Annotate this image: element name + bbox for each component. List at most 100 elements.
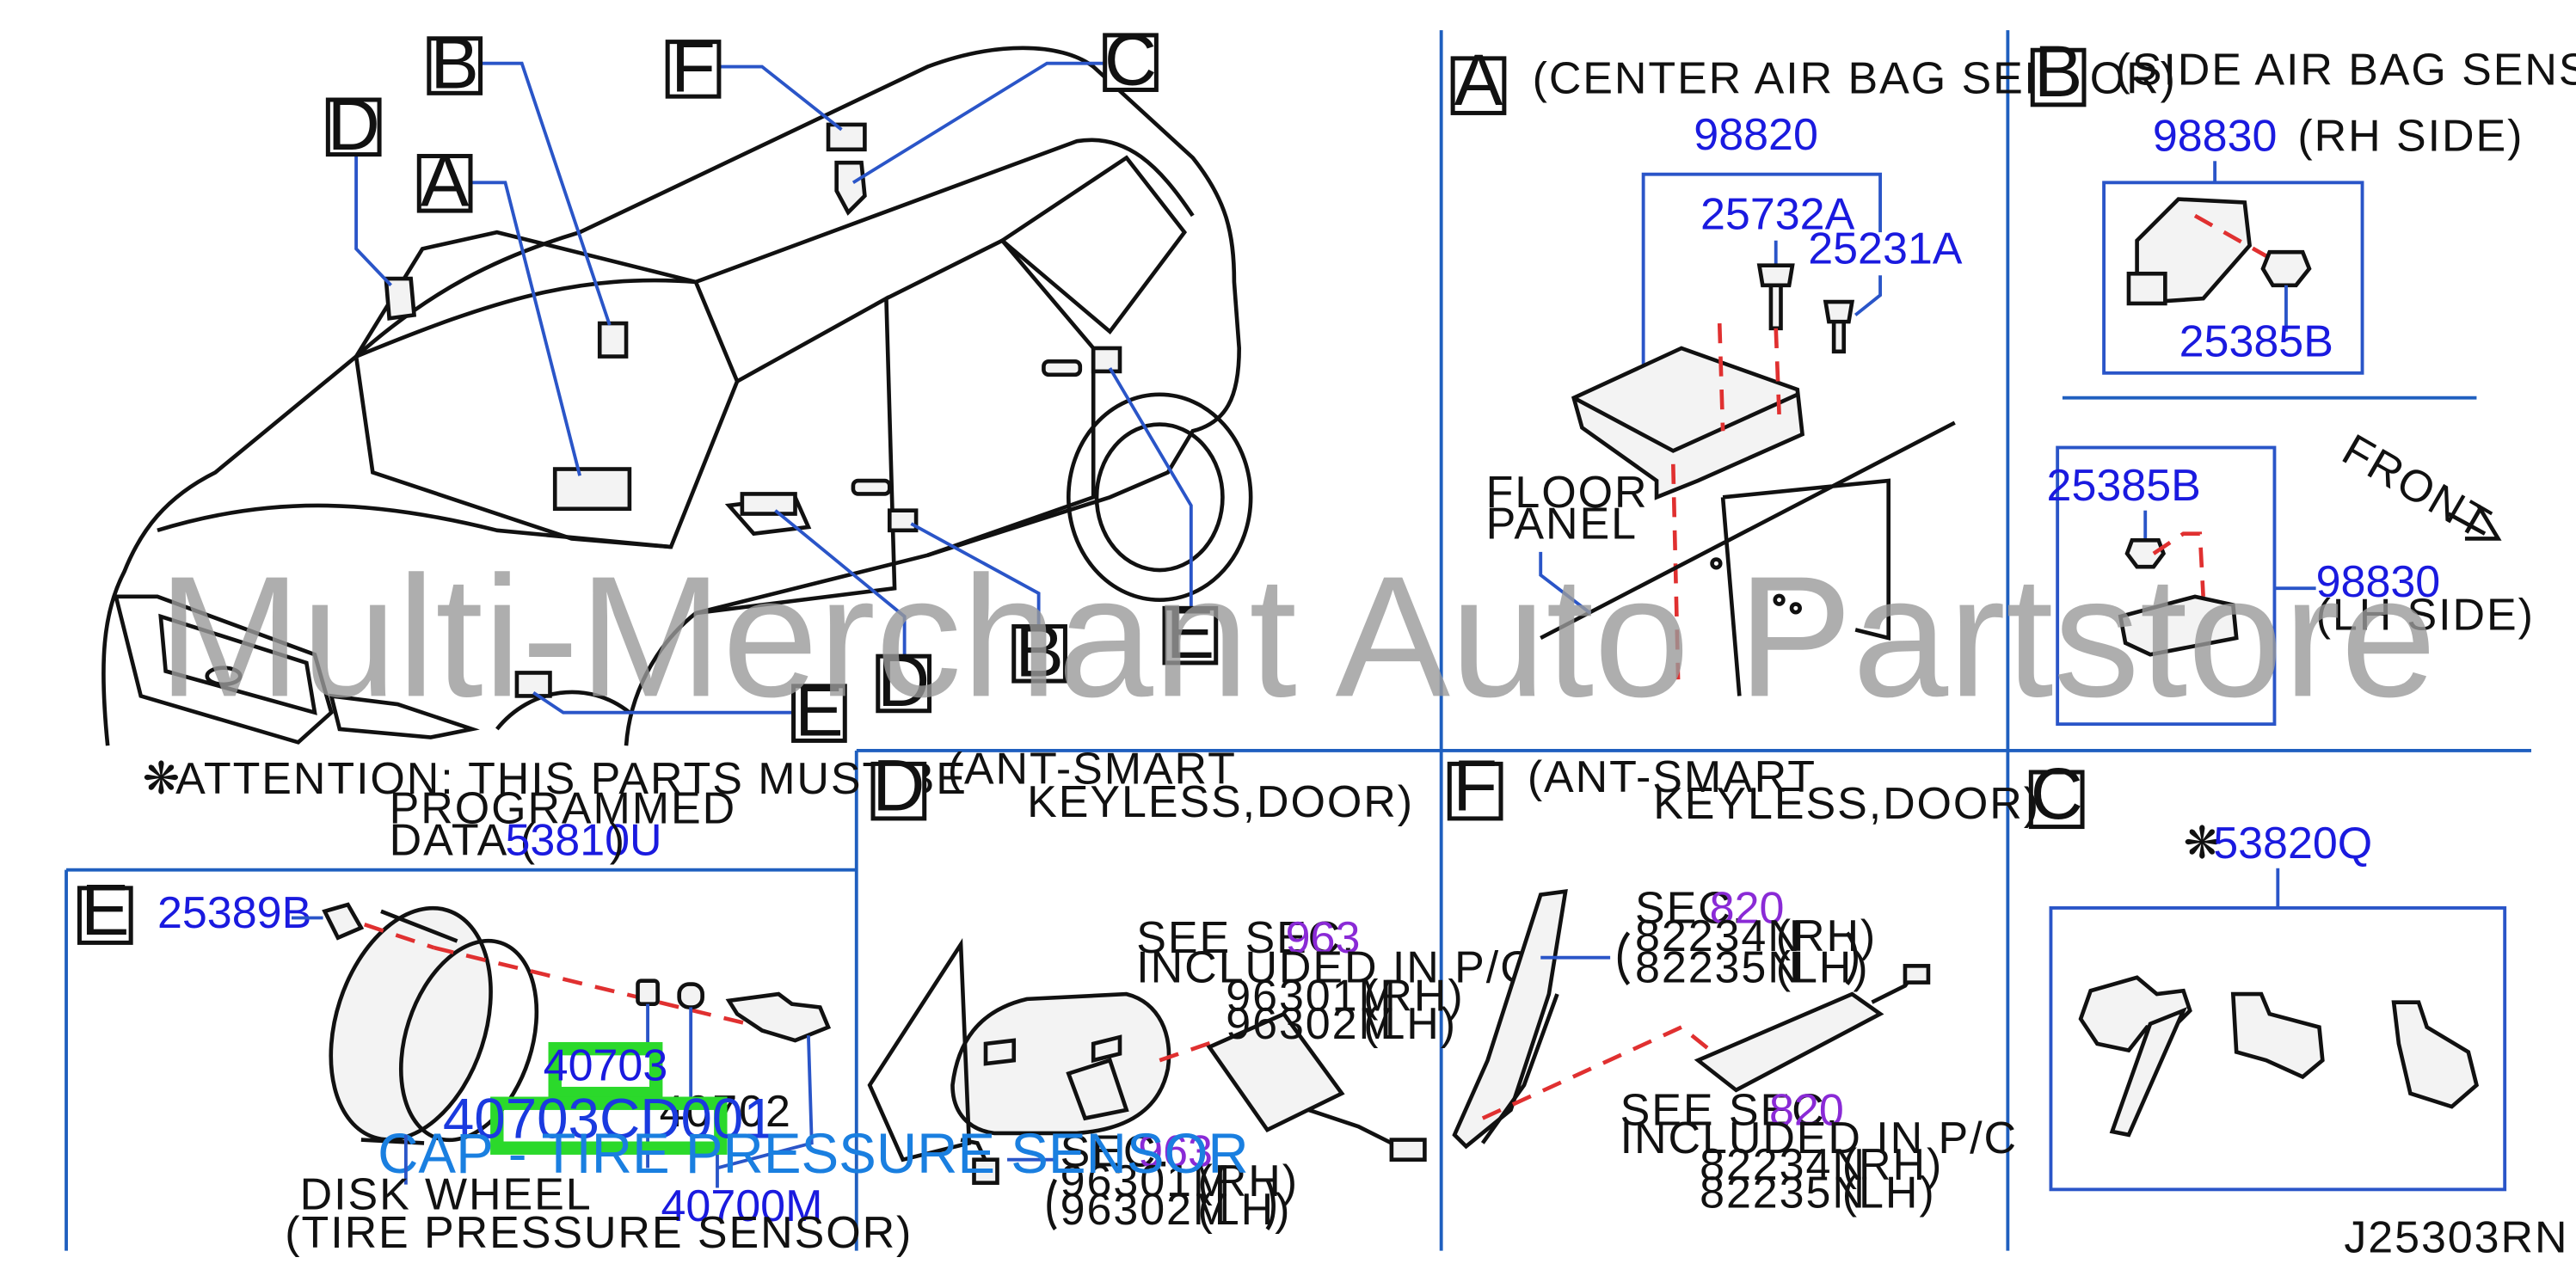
svg-text:(LH): (LH) (1776, 943, 1870, 993)
svg-text:(ANT-SMART: (ANT-SMART (948, 744, 1237, 794)
panel-c: C ❋ 53820Q (2028, 752, 2507, 1192)
bolt-25231A (1823, 299, 1855, 354)
svg-text:(TIRE PRESSURE SENSOR): (TIRE PRESSURE SENSOR) (285, 1208, 913, 1258)
panel-f: F (ANT-SMART KEYLESS,DOOR) SEC. 820 8223… (1447, 744, 2040, 1218)
part-98830-rh: 98830 (2153, 112, 2278, 162)
callout-e-front: E (791, 670, 847, 751)
front-arrow-icon (2447, 504, 2502, 541)
callout-d-top: D (325, 83, 382, 165)
part-25231A: 25231A (1808, 224, 1963, 274)
callout-c-top: C (1103, 19, 1159, 101)
part-25389B: 25389B (157, 888, 311, 938)
vehicle-front-fascia (113, 594, 334, 745)
svg-text:820: 820 (1769, 1085, 1844, 1135)
svg-text:SEC.: SEC. (1635, 883, 1746, 933)
svg-text:E: E (1166, 592, 1215, 673)
vehicle-door-front (695, 295, 897, 616)
svg-text:B: B (2034, 30, 2083, 112)
disk-wheel-rim (329, 905, 493, 1142)
overview-part-b-top (597, 321, 629, 359)
svg-text:82235N: 82235N (1635, 943, 1802, 993)
vehicle-grille (158, 613, 317, 715)
panel-frames (65, 30, 2531, 1251)
svg-text:A: A (1454, 39, 1503, 120)
svg-text:(LH SIDE): (LH SIDE) (2316, 590, 2535, 640)
svg-text:D: D (872, 744, 925, 825)
callout-f-top: F (665, 25, 722, 107)
nut-25385B-lh (2124, 538, 2167, 569)
svg-text:(RH): (RH) (1198, 1156, 1299, 1206)
vehicle-rear-hub (1094, 422, 1225, 573)
overview-part-c (834, 160, 867, 216)
svg-text:963: 963 (1138, 1126, 1213, 1176)
svg-text:D: D (877, 640, 930, 721)
svg-text:820: 820 (1710, 883, 1785, 933)
air-bag-sensor-lh (2118, 594, 2239, 657)
part-25385B-lh: 25385B (2047, 461, 2201, 511)
keyless-antenna-mirror (1206, 1011, 1345, 1132)
svg-text:INCLUDED IN P/C: INCLUDED IN P/C (1136, 943, 1534, 993)
vehicle-rear-glass (999, 155, 1188, 335)
vehicle-headlamp (329, 693, 480, 739)
keyless-antenna-handle (1694, 991, 1884, 1093)
svg-text:(RH): (RH) (1776, 911, 1877, 961)
attention-note: ❋ ATTENTION: THIS PARTS MUST BE PROGRAMM… (143, 754, 968, 865)
svg-text:(SIDE AIR BAG SENSOR): (SIDE AIR BAG SENSOR) (2116, 46, 2576, 95)
callout-b-side: B (1011, 610, 1067, 691)
svg-text:E: E (795, 670, 844, 751)
vehicle-roof-line (355, 138, 1195, 359)
svg-text:B: B (430, 22, 479, 104)
svg-text:B: B (1015, 610, 1064, 691)
part-25732A: 25732A (1700, 189, 1855, 239)
svg-text:FLOOR: FLOOR (1486, 468, 1649, 518)
svg-text:(LH): (LH) (1198, 1185, 1292, 1235)
svg-text:DISK WHEEL: DISK WHEEL (300, 1169, 593, 1219)
svg-text:C: C (1104, 19, 1157, 101)
svg-text:SEC.: SEC. (1061, 1126, 1171, 1176)
svg-text:SEE SEC.: SEE SEC. (1620, 1085, 1840, 1135)
svg-text:❋: ❋ (2184, 819, 2223, 868)
svg-text:96302M: 96302M (1226, 999, 1397, 1049)
svg-text:96302M: 96302M (1061, 1185, 1232, 1235)
valve-cap-25389B (322, 902, 365, 941)
svg-text:96301M: 96301M (1061, 1156, 1232, 1206)
svg-text:(RH SIDE): (RH SIDE) (2297, 112, 2524, 162)
svg-text:INCLUDED IN P/C: INCLUDED IN P/C (1620, 1113, 2018, 1163)
overview-callouts: D B A F C B E D E (325, 19, 1219, 751)
height-sensor-bracket (2230, 991, 2325, 1080)
tire-pressure-sensor (725, 991, 832, 1043)
svg-text:F: F (1453, 744, 1497, 825)
svg-text:82234N: 82234N (1700, 1140, 1866, 1190)
door-handle-outer (1452, 888, 1568, 1150)
svg-text:D: D (328, 83, 380, 165)
svg-text:KEYLESS,DOOR): KEYLESS,DOOR) (1653, 779, 2040, 829)
part-40703: 40703 (544, 1040, 668, 1090)
overview-part-e-front (514, 671, 552, 698)
door-mirror (950, 991, 1171, 1136)
overview-part-e-rear (1091, 346, 1122, 374)
svg-text:(ANT-SMART: (ANT-SMART (1528, 752, 1817, 802)
svg-text:C: C (2031, 752, 2083, 834)
svg-text:(LH): (LH) (1363, 999, 1457, 1049)
vehicle-door-handle-rear (1042, 359, 1083, 377)
overview-part-f (826, 122, 867, 152)
vehicle-windshield (354, 230, 740, 549)
vehicle-emblem (205, 666, 243, 687)
watermark: Multi-Merchant Auto Partstore (157, 541, 2436, 733)
svg-text:PROGRAMMED: PROGRAMMED (390, 784, 737, 834)
svg-text:SEE SEC.: SEE SEC. (1136, 913, 1356, 963)
vehicle-body-outline (101, 46, 1241, 746)
svg-text:ATTENTION: THIS PARTS MUST: ATTENTION: THIS PARTS MUST BE (175, 754, 968, 804)
floor-panel-outline (1540, 420, 1956, 696)
vehicle-door-rear (885, 237, 1096, 557)
vehicle-overview (101, 46, 1253, 746)
part-40700M: 40700M (661, 1181, 822, 1231)
grommet-40703 (636, 978, 660, 1006)
svg-text:963: 963 (1286, 913, 1361, 963)
svg-text:(RH): (RH) (1842, 1140, 1943, 1190)
vehicle-door-handle-front (851, 478, 892, 496)
overview-part-b-side (887, 508, 919, 533)
part-25385B-rh: 25385B (2179, 317, 2333, 367)
tire-pressure-cap-caption: CAP - TIRE PRESSURE SENSOR (378, 1122, 1249, 1185)
overview-part-a (552, 467, 632, 512)
